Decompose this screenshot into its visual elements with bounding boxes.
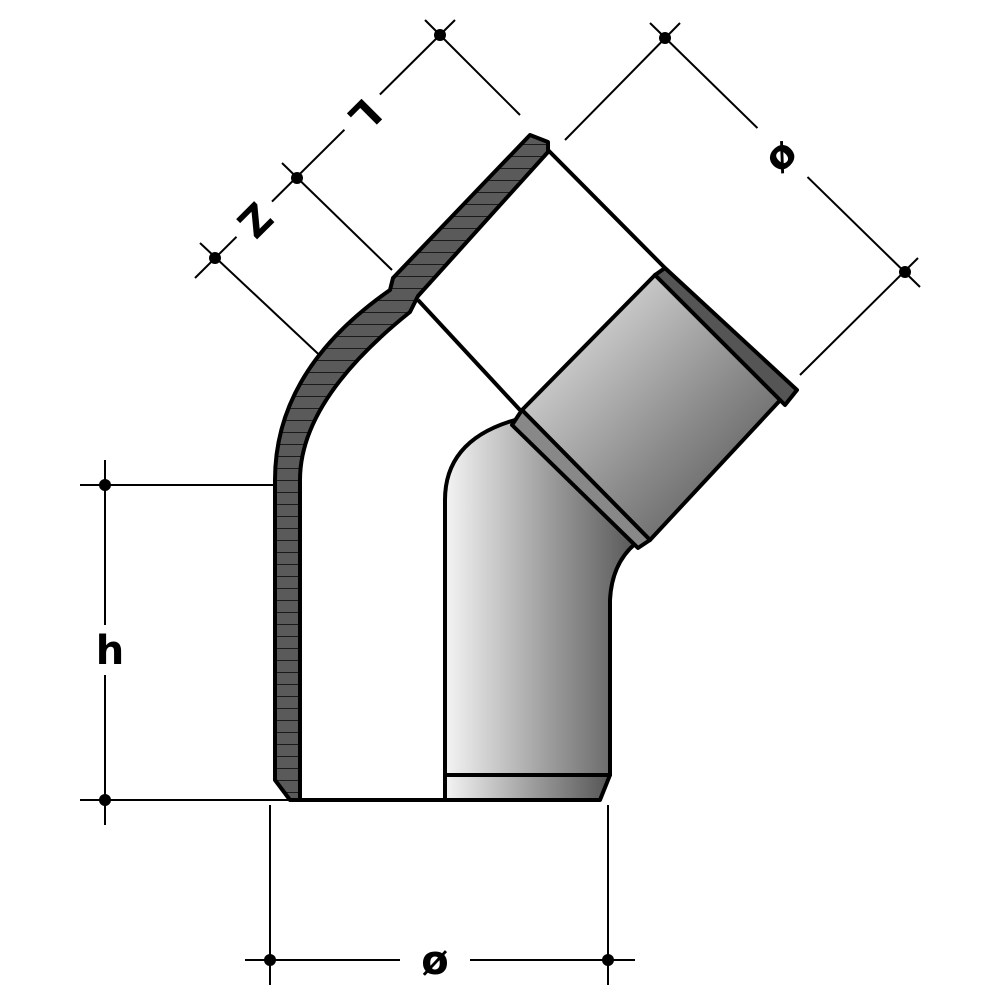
dimension-h: h — [80, 460, 290, 825]
dimension-spigot-diameter: ø — [245, 805, 635, 985]
wall-section — [273, 133, 550, 802]
dimension-socket-diameter: ø — [564, 22, 921, 376]
spigot-band — [443, 773, 612, 802]
label-h: h — [96, 628, 124, 674]
label-spigot-diameter: ø — [421, 938, 448, 984]
socket-bottom-line — [416, 298, 522, 412]
inner-cavity — [300, 150, 660, 800]
socket-inner-line — [546, 148, 667, 270]
socket-step — [510, 408, 652, 550]
socket-rim — [653, 266, 799, 407]
